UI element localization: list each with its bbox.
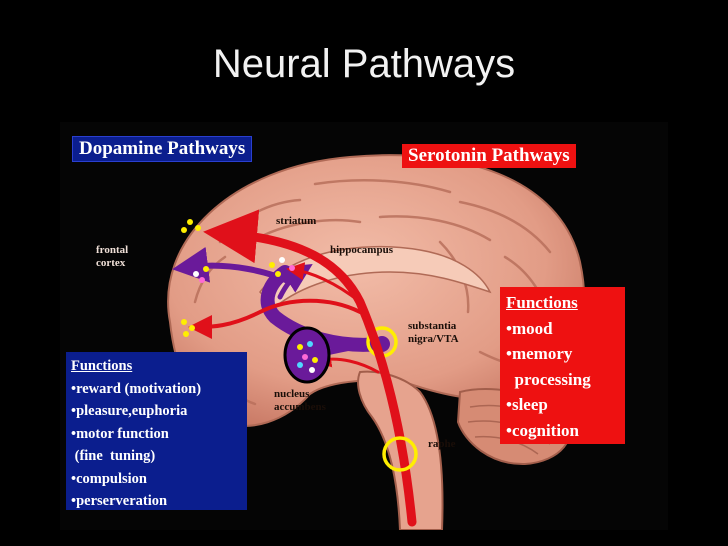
dopamine-functions-box: Functions •reward (motivation) •pleasure… <box>66 352 247 510</box>
dopamine-function-item: •motor function <box>71 425 169 442</box>
substantia-nigra-label: substantia nigra/VTA <box>408 320 459 345</box>
serotonin-function-item: •mood <box>506 318 553 338</box>
raphe-label: raphe <box>428 438 456 450</box>
hippocampus-label: hippocampus <box>330 244 393 256</box>
dopamine-function-item: •perserveration <box>71 493 168 509</box>
dopamine-function-item: •compulsion <box>71 470 147 487</box>
receptor-dots <box>181 219 318 373</box>
serotonin-function-item: •sleep <box>506 395 548 414</box>
frontal-cortex-label: frontal cortex <box>96 244 129 269</box>
striatum-label: striatum <box>276 215 317 227</box>
serotonin-pathways <box>188 209 417 527</box>
dopamine-header: Dopamine Pathways <box>72 136 253 162</box>
brain-diagram: Dopamine Pathways Serotonin Pathways str… <box>60 122 668 530</box>
raphe-ring <box>382 436 418 472</box>
serotonin-function-item: •memory <box>506 344 573 363</box>
slide-title: Neural Pathways <box>212 42 516 86</box>
serotonin-functions-title: Functions <box>506 293 578 312</box>
brain-illustration <box>167 154 586 530</box>
serotonin-function-item: •cognition <box>506 420 580 440</box>
serotonin-header: Serotonin Pathways <box>402 144 576 168</box>
dopamine-functions-title: Functions <box>71 358 133 374</box>
serotonin-functions-box: Functions •mood •memory processing •slee… <box>500 287 625 444</box>
nucleus-accumbens-label: nucleus accumbens <box>274 388 326 413</box>
dopamine-function-item: (fine tuning) <box>71 448 156 464</box>
dopamine-function-item: •reward (motivation) <box>71 380 202 397</box>
dopamine-function-item: •pleasure,euphoria <box>71 403 188 419</box>
serotonin-function-item: processing <box>506 369 591 389</box>
